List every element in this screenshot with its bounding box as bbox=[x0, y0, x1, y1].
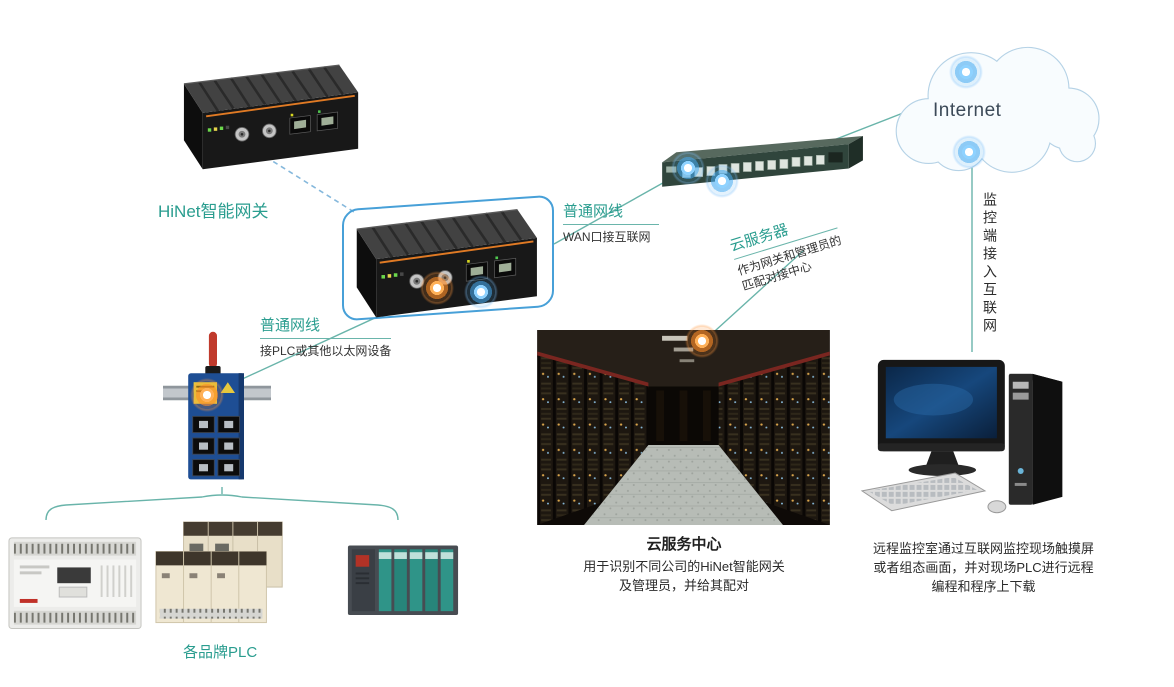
cable-wan-callout: 普通网线 WAN口接互联网 bbox=[563, 200, 659, 245]
industrial-wireless-switch bbox=[163, 331, 271, 480]
plc-group-label: 各品牌PLC bbox=[183, 644, 258, 661]
hinet-gateway-label: HiNet智能网关 bbox=[158, 202, 269, 221]
antenna-icon bbox=[208, 331, 217, 368]
remote-room-line1: 远程监控室通过互联网监控现场触摸屏 bbox=[872, 541, 1094, 556]
cable-lan-subtitle: 接PLC或其他以太网设备 bbox=[260, 344, 392, 358]
cloud-center-caption: 云服务中心 用于识别不同公司的HiNet智能网关 及管理员，并给其配对 bbox=[535, 534, 833, 595]
hinet-gateway-device bbox=[182, 63, 360, 171]
cloud-center-line2: 及管理员，并给其配对 bbox=[618, 577, 749, 593]
internet-label: Internet bbox=[933, 100, 1002, 121]
cloud-center-line1: 用于识别不同公司的HiNet智能网关 bbox=[583, 558, 785, 574]
cable-wan-subtitle: WAN口接互联网 bbox=[563, 230, 651, 244]
ethernet-switch-device bbox=[661, 135, 864, 188]
hinet-gateway-device-main bbox=[355, 208, 539, 319]
plc-device-rack bbox=[347, 545, 459, 616]
plc-device-white bbox=[8, 537, 142, 630]
remote-room-caption: 远程监控室通过互联网监控现场触摸屏 或者组态画面，并对现场PLC进行远程 编程和… bbox=[836, 540, 1131, 597]
plc-device-beige bbox=[155, 521, 283, 624]
cloud-center-title: 云服务中心 bbox=[646, 536, 722, 553]
cable-lan-callout: 普通网线 接PLC或其他以太网设备 bbox=[260, 314, 392, 359]
server-room-photo bbox=[537, 330, 830, 525]
monitor-link-label: 监控端接入互联网 bbox=[982, 192, 998, 336]
cable-lan-title: 普通网线 bbox=[260, 314, 392, 339]
remote-room-line3: 编程和程序上下载 bbox=[931, 578, 1036, 594]
desktop-computer bbox=[860, 359, 1063, 514]
cloud-server-callout: 云服务器 作为网关和管理员的 匹配对接中心 bbox=[727, 204, 848, 294]
cable-wan-title: 普通网线 bbox=[563, 200, 659, 225]
remote-room-line2: 或者组态画面，并对现场PLC进行远程 bbox=[873, 559, 1094, 575]
